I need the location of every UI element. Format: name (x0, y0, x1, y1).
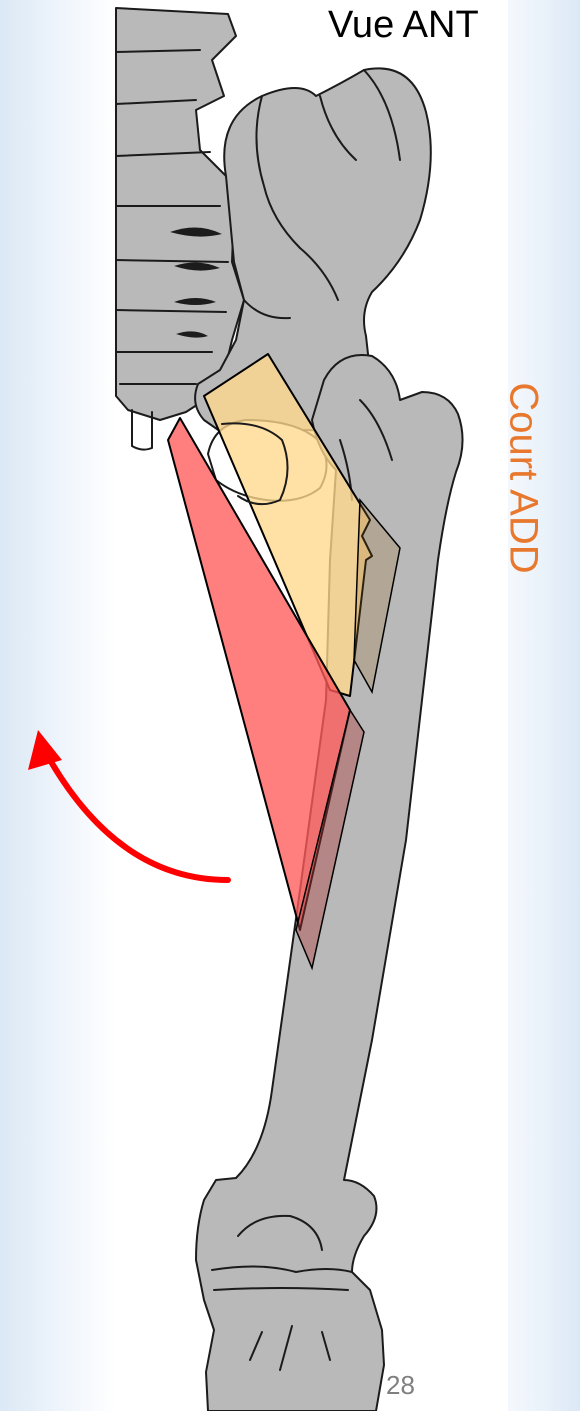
muscle-label: Court ADD (501, 382, 546, 573)
view-title: Vue ANT (328, 4, 479, 47)
curved-arrow-up-left-icon (28, 730, 228, 880)
page-number: 28 (386, 1370, 415, 1401)
